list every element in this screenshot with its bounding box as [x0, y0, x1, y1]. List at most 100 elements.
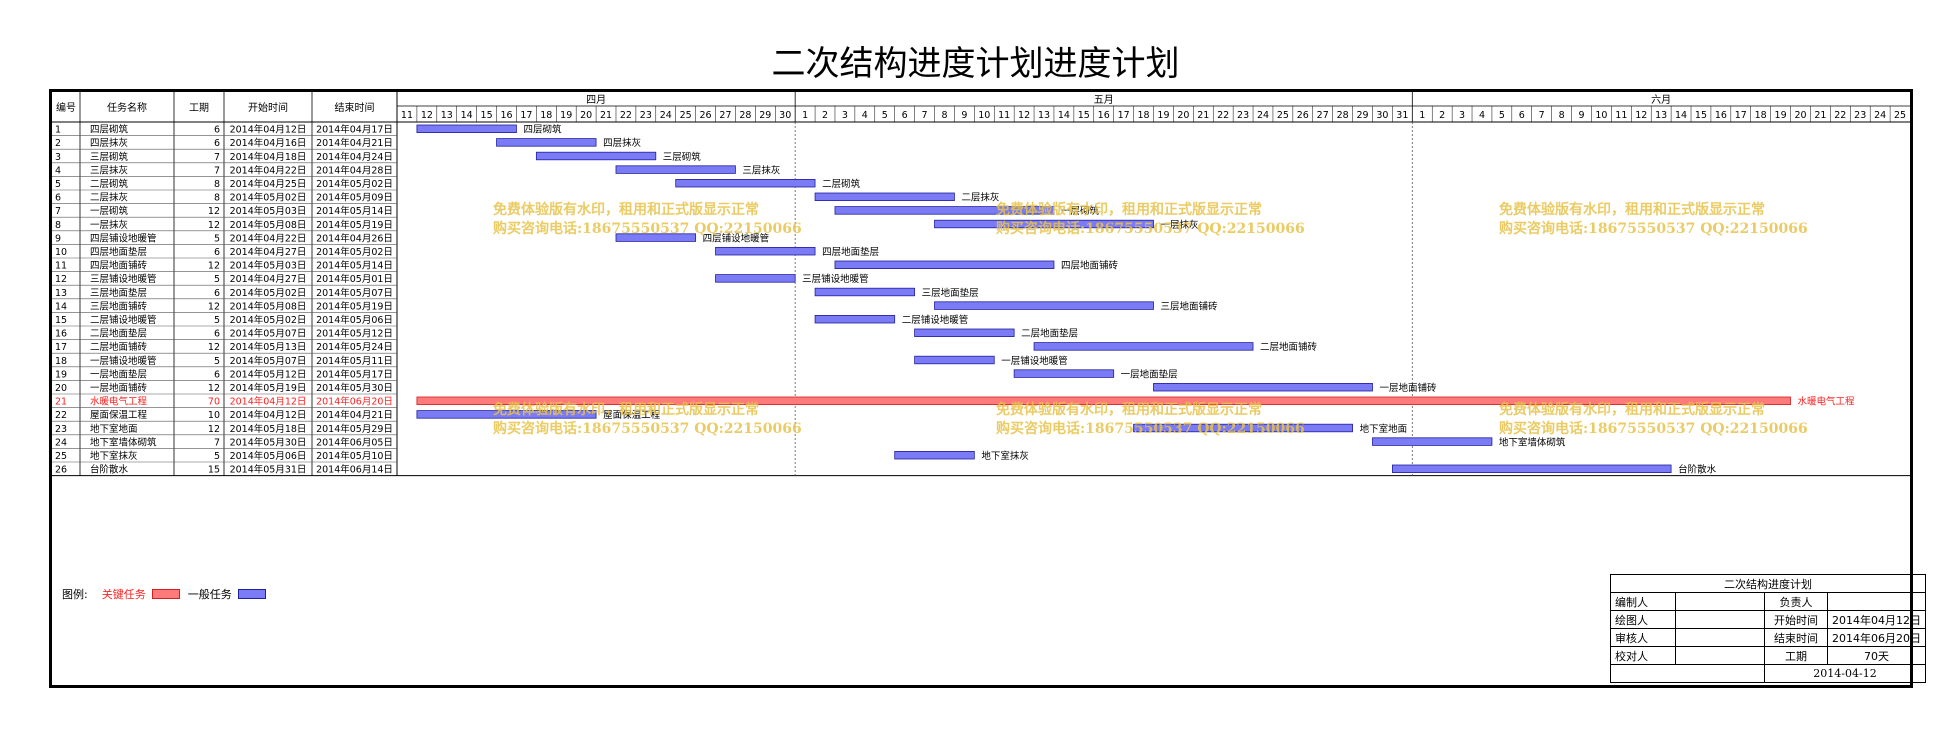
task-bar: [1013, 369, 1115, 378]
day-label: 20: [580, 110, 592, 121]
day-label: 18: [1137, 110, 1149, 121]
day-label: 15: [481, 110, 493, 121]
day-label: 25: [1894, 110, 1906, 121]
day-label: 24: [660, 110, 672, 121]
day-label: 23: [640, 110, 652, 121]
day-label: 26: [1297, 110, 1309, 121]
task-id: 24: [55, 437, 67, 448]
day-label: 18: [1755, 110, 1767, 121]
day-label: 19: [1775, 110, 1787, 121]
day-label: 20: [1177, 110, 1189, 121]
day-label: 13: [1655, 110, 1667, 121]
day-label: 30: [779, 110, 791, 121]
task-duration: 12: [208, 383, 220, 394]
task-start: 2014年05月18日: [230, 423, 307, 435]
day-label: 5: [882, 110, 888, 121]
day-label: 16: [1715, 110, 1727, 121]
task-bar-label: 三层地面垫层: [922, 287, 979, 299]
task-start: 2014年04月22日: [230, 232, 307, 244]
task-duration: 15: [208, 465, 220, 476]
day-label: 5: [1499, 110, 1505, 121]
task-duration: 12: [208, 342, 220, 353]
task-bar-label: 二层地面铺砖: [1260, 341, 1318, 353]
task-end: 2014年05月11日: [316, 355, 393, 367]
start-value: 2014年04月12日: [1826, 610, 1927, 629]
task-bar-label: 水暖电气工程: [1798, 396, 1856, 408]
task-start: 2014年04月12日: [230, 409, 307, 421]
task-name: 四层抹灰: [90, 137, 128, 149]
task-start: 2014年05月03日: [230, 260, 307, 272]
task-start: 2014年05月06日: [230, 450, 307, 462]
task-start: 2014年04月18日: [230, 151, 307, 163]
editor-label: 编制人: [1610, 592, 1676, 611]
task-bar-label: 四层地面铺砖: [1061, 260, 1119, 272]
task-duration: 8: [214, 179, 220, 190]
legend-normal-label: 一般任务: [187, 588, 232, 601]
day-label: 21: [600, 110, 612, 121]
table-headers: 编号任务名称工期开始时间结束时间: [56, 101, 375, 114]
task-name: 三层地面铺砖: [90, 300, 148, 312]
day-label: 1: [802, 110, 808, 121]
task-duration: 7: [214, 437, 220, 448]
task-duration: 6: [214, 288, 220, 299]
task-duration: 12: [208, 206, 220, 217]
day-label: 7: [1539, 110, 1545, 121]
task-end: 2014年05月01日: [316, 273, 393, 285]
task-bar-label: 三层地面铺砖: [1161, 300, 1219, 312]
table-header-4: 结束时间: [335, 101, 375, 114]
day-label: 26: [700, 110, 712, 121]
task-start: 2014年05月07日: [230, 355, 307, 367]
task-bar: [934, 219, 1154, 229]
day-label: 29: [759, 110, 771, 121]
day-label: 8: [1559, 110, 1565, 121]
task-name: 二层地面垫层: [90, 328, 147, 340]
task-end: 2014年05月06日: [316, 314, 393, 326]
day-label: 28: [1337, 110, 1349, 121]
task-name: 四层砌筑: [90, 124, 129, 136]
task-name: 三层铺设地暖管: [90, 273, 157, 285]
task-id: 2: [55, 138, 61, 149]
task-end: 2014年04月28日: [316, 164, 393, 176]
legend-critical-swatch: [151, 589, 180, 599]
task-id: 5: [55, 179, 61, 190]
day-label: 6: [902, 110, 908, 121]
task-id: 13: [55, 288, 67, 299]
task-id: 16: [55, 329, 67, 340]
task-name: 一层铺设地暖管: [90, 355, 157, 367]
task-duration: 6: [214, 125, 220, 136]
task-id: 21: [55, 397, 67, 408]
task-start: 2014年05月30日: [230, 436, 307, 448]
day-label: 29: [1356, 110, 1368, 121]
task-name: 四层地面垫层: [90, 246, 147, 258]
task-duration: 6: [214, 329, 220, 340]
task-end: 2014年06月14日: [316, 464, 393, 476]
task-end: 2014年05月12日: [316, 328, 393, 340]
task-name: 地下室抹灰: [90, 450, 138, 462]
task-bar-label: 一层砌筑: [1061, 205, 1100, 217]
task-start: 2014年04月27日: [230, 273, 307, 285]
task-bar: [914, 328, 1015, 337]
task-end: 2014年06月05日: [316, 436, 393, 448]
task-name: 地下室墙体砌筑: [90, 436, 157, 448]
task-name: 屋面保温工程: [90, 409, 148, 421]
task-id: 12: [55, 274, 67, 285]
task-name: 二层地面铺砖: [90, 341, 148, 353]
task-duration: 70: [208, 397, 220, 408]
task-bar: [675, 179, 816, 188]
task-start: 2014年05月02日: [230, 192, 307, 204]
task-duration: 5: [214, 233, 220, 244]
day-label: 31: [1396, 110, 1408, 121]
owner-label: 负责人: [1764, 592, 1828, 611]
task-end: 2014年04月17日: [316, 124, 393, 136]
day-label: 12: [1018, 110, 1030, 121]
task-end: 2014年04月21日: [316, 137, 393, 149]
day-label: 14: [1058, 110, 1070, 121]
task-bar-label: 四层抹灰: [603, 137, 641, 149]
task-bar: [715, 246, 816, 256]
task-bar: [1391, 464, 1672, 473]
task-start: 2014年05月13日: [230, 341, 307, 353]
task-duration: 12: [208, 424, 220, 435]
task-duration: 6: [214, 247, 220, 258]
